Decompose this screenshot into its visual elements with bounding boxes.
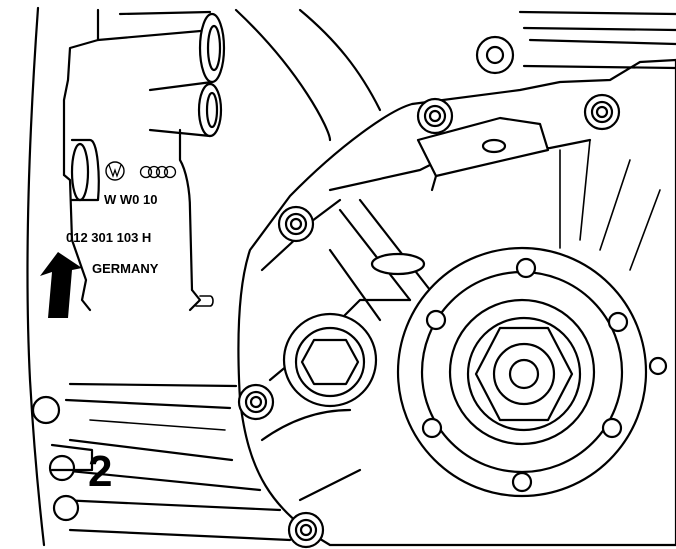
audi-rings-icon <box>139 165 177 179</box>
bolt <box>416 97 454 135</box>
bolt <box>583 93 621 131</box>
bolt <box>277 205 315 243</box>
bell-housing <box>234 8 515 142</box>
output-flange <box>396 246 668 498</box>
callout-2-label: 2 <box>88 447 112 496</box>
bolt <box>237 383 275 421</box>
vw-logo-icon <box>105 161 125 181</box>
arrow-up-icon <box>40 252 82 318</box>
housing-bolts <box>237 93 621 549</box>
stamp-part-number: 012 301 103 H <box>66 230 151 245</box>
stamp-origin: GERMANY <box>92 261 159 276</box>
drain-plug <box>282 312 378 408</box>
left-casing <box>26 6 292 547</box>
bolt <box>287 511 325 549</box>
housing-stamp: W W0 10 012 301 103 H GERMANY <box>66 161 177 276</box>
stamp-code-line: W W0 10 <box>104 192 157 207</box>
